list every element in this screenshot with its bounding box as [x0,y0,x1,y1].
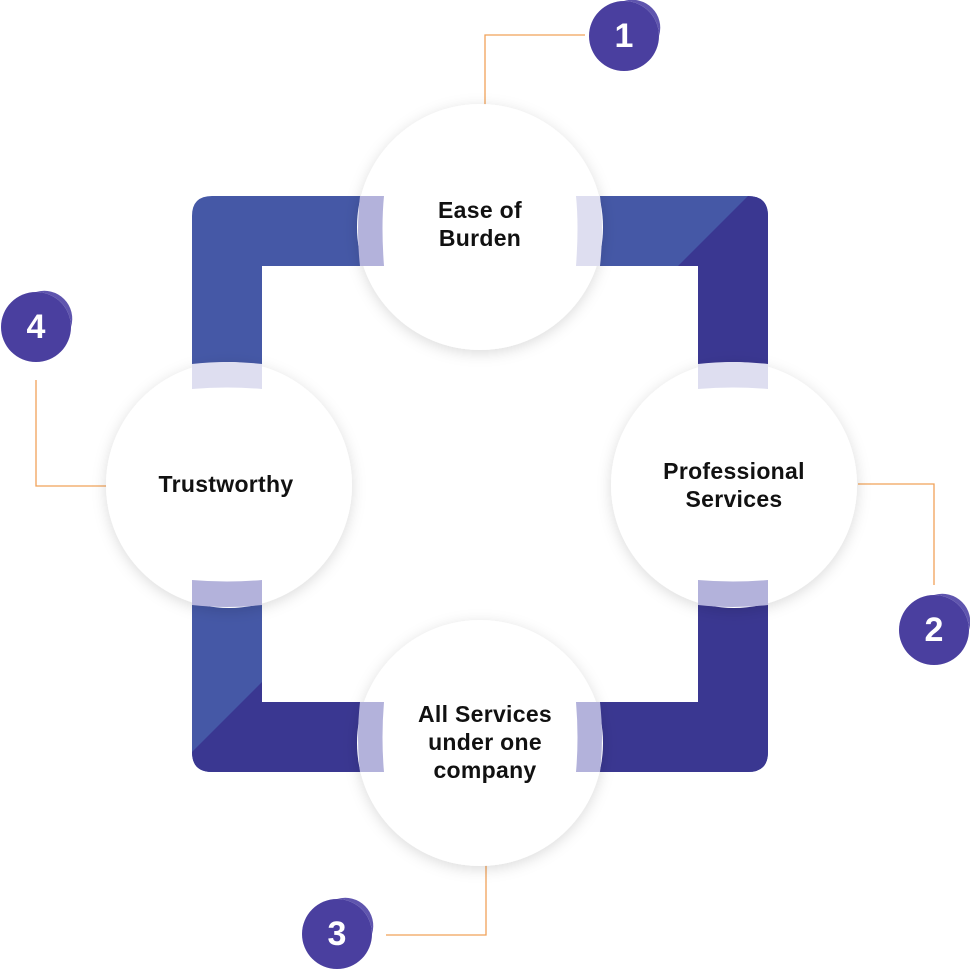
connector-4 [35,380,108,487]
step-3-label: All Services under one company [385,700,585,784]
badge-4 [1,290,73,362]
connector-1 [484,34,585,132]
badge-2-number: 2 [924,611,944,649]
step-1-label-line-2: Burden [438,225,522,251]
connector-2 [858,483,935,585]
step-circle-3 [357,620,603,866]
step-3-label-line-1: All Services [417,701,553,727]
step-4-label-line-1: Trustworthy [158,471,294,497]
badge-3 [302,897,374,969]
step-2-label-line-1: Professional [663,458,805,484]
step-circle-2 [611,362,857,608]
connector-lines [35,34,935,936]
step-2-label-line-2: Services [685,486,783,512]
step-1-label: Ease of Burden [390,196,570,252]
step-2-label: Professional Services [634,457,834,513]
step-circle-1 [357,104,603,350]
step-1-label-line-1: Ease of [438,197,522,223]
badge-1 [589,0,661,71]
badge-3-number: 3 [327,915,347,953]
step-circle-4 [106,362,352,608]
step-circles [106,104,857,866]
badge-1-number: 1 [614,17,634,55]
step-4-label: Trustworthy [126,470,326,498]
step-3-label-line-3: company [433,757,537,783]
badge-4-number: 4 [26,308,46,346]
connector-3 [386,838,487,936]
badge-2 [899,593,970,665]
step-3-label-line-2: under one [428,729,542,755]
